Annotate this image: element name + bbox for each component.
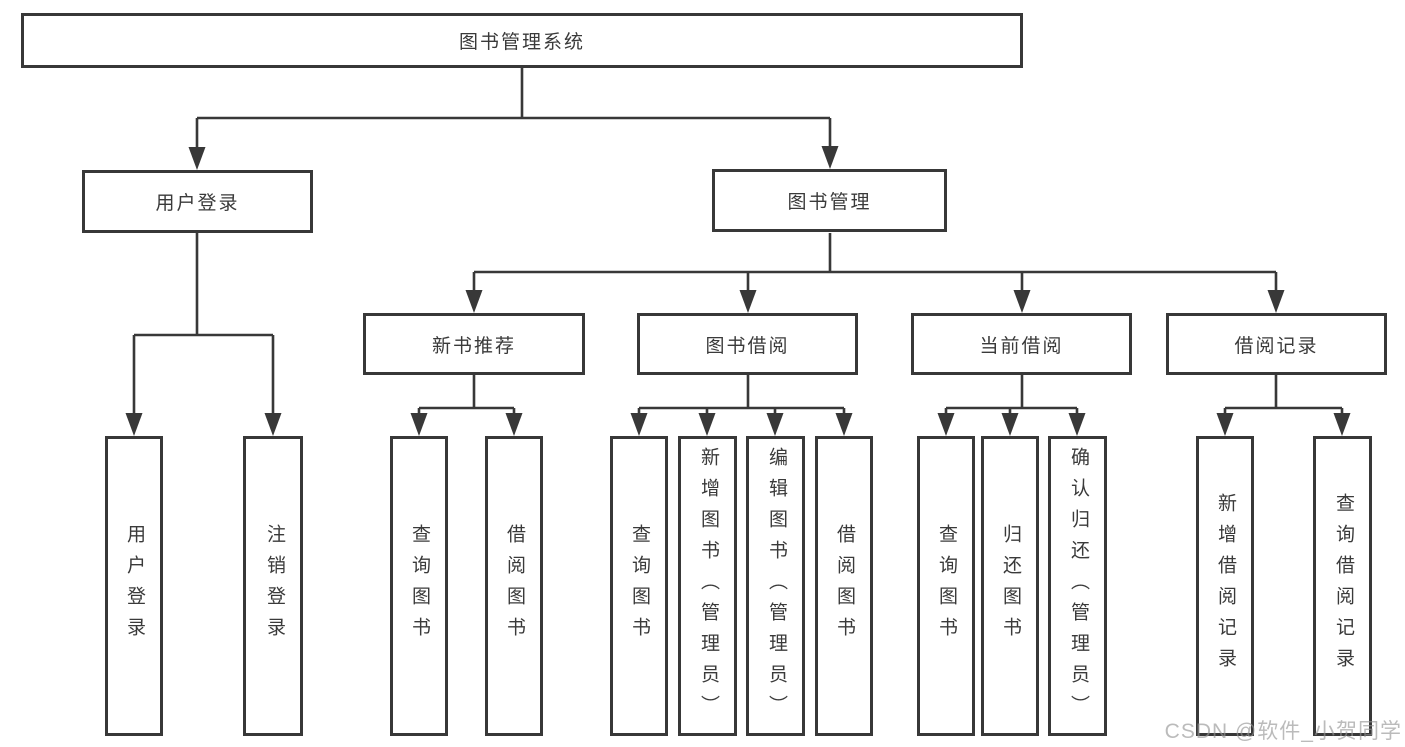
node-leaf-edit-books-admin: 编辑图书（管理员） xyxy=(746,436,805,736)
node-leaf-query-books-current: 查询图书 xyxy=(917,436,975,736)
node-label: 借阅图书 xyxy=(834,524,855,648)
node-leaf-add-borrow-record: 新增借阅记录 xyxy=(1196,436,1254,736)
node-label: 查询图书 xyxy=(409,524,430,648)
node-label: 编辑图书（管理员） xyxy=(766,446,787,726)
node-leaf-query-borrow-record: 查询借阅记录 xyxy=(1313,436,1372,736)
node-label: 新书推荐 xyxy=(431,335,516,357)
node-leaf-user-login: 用户登录 xyxy=(105,436,163,736)
node-leaf-query-books-borrowing: 查询图书 xyxy=(610,436,668,736)
node-label: 当前借阅 xyxy=(979,335,1064,357)
node-library-management-system: 图书管理系统 xyxy=(21,13,1023,68)
node-user-login-module: 用户登录 xyxy=(82,170,313,233)
node-label: 借阅记录 xyxy=(1234,335,1319,357)
node-new-book-recommendation: 新书推荐 xyxy=(363,313,585,375)
node-label: 新增图书（管理员） xyxy=(698,446,719,726)
node-leaf-query-books-recommend: 查询图书 xyxy=(390,436,448,736)
node-book-management-module: 图书管理 xyxy=(712,169,947,232)
node-label: 查询图书 xyxy=(936,524,957,648)
node-label: 图书管理系统 xyxy=(458,32,585,53)
node-current-borrowing: 当前借阅 xyxy=(911,313,1132,375)
node-label: 注销登录 xyxy=(264,524,285,648)
node-label: 归还图书 xyxy=(1000,524,1021,648)
node-label: 用户登录 xyxy=(124,524,145,648)
node-borrowing-records: 借阅记录 xyxy=(1166,313,1387,375)
node-leaf-borrow-books-recommend: 借阅图书 xyxy=(485,436,543,736)
node-leaf-add-books-admin: 新增图书（管理员） xyxy=(678,436,737,736)
node-book-borrowing: 图书借阅 xyxy=(637,313,858,375)
node-leaf-return-books: 归还图书 xyxy=(981,436,1039,736)
node-leaf-confirm-return-admin: 确认归还（管理员） xyxy=(1048,436,1107,736)
node-label: 借阅图书 xyxy=(504,524,525,648)
node-label: 确认归还（管理员） xyxy=(1068,446,1089,726)
node-label: 新增借阅记录 xyxy=(1215,493,1236,679)
node-label: 图书借阅 xyxy=(705,335,790,357)
node-leaf-borrow-books: 借阅图书 xyxy=(815,436,873,736)
node-label: 查询借阅记录 xyxy=(1333,493,1354,679)
node-label: 图书管理 xyxy=(787,192,872,213)
node-label: 用户登录 xyxy=(155,193,240,214)
node-leaf-logout: 注销登录 xyxy=(243,436,303,736)
node-label: 查询图书 xyxy=(629,524,650,648)
